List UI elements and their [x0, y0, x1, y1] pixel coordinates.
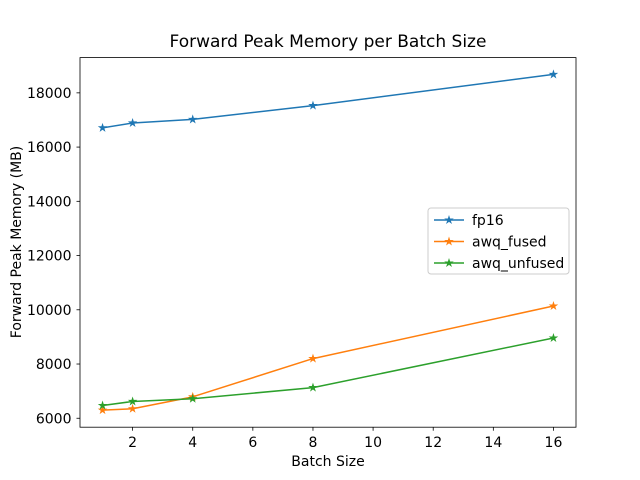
legend-label: fp16 [472, 213, 504, 229]
plot-area-border [79, 57, 577, 428]
x-tick-label: 14 [484, 435, 502, 451]
y-tick-label: 12000 [27, 249, 72, 265]
series-marker-awq_fused [308, 353, 318, 363]
series-marker-awq_unfused [308, 382, 318, 392]
series-marker-awq_fused [127, 403, 138, 413]
series-marker-awq_fused [548, 300, 559, 311]
x-tick-label: 12 [424, 435, 442, 451]
series-line-awq_fused [102, 305, 554, 411]
series-marker-awq_unfused [548, 332, 559, 343]
legend-marker [444, 258, 454, 268]
series-line-awq_unfused [102, 337, 554, 407]
legend-label: awq_fused [472, 235, 547, 251]
x-tick-label: 8 [309, 435, 318, 451]
y-tick-label: 10000 [27, 303, 72, 319]
plot-area: 2 4 6 8 10 12 14 16 6000 8000 10000 12000 14000 16000… [27, 57, 577, 451]
x-axis-label: Batch Size [291, 454, 364, 470]
y-tick-label: 14000 [27, 194, 72, 210]
legend-label: awq_unfused [472, 256, 564, 272]
y-tick-label: 16000 [27, 140, 72, 156]
series-line-fp16 [102, 73, 554, 129]
series-marker-fp16 [127, 117, 138, 127]
y-tick-label: 18000 [27, 86, 72, 102]
x-tick-label: 4 [188, 435, 197, 451]
legend-marker [444, 215, 454, 225]
series-marker-awq_unfused [187, 393, 198, 403]
series-marker-fp16 [187, 114, 198, 124]
series-marker-awq_unfused [127, 396, 138, 406]
y-tick-label: 8000 [36, 357, 72, 373]
series-marker-awq_unfused [97, 400, 108, 410]
chart-title: Forward Peak Memory per Batch Size [170, 32, 487, 52]
series-marker-fp16 [308, 100, 318, 110]
series-marker-fp16 [97, 122, 108, 132]
series-marker-fp16 [548, 69, 559, 79]
legend-marker [444, 236, 454, 246]
x-tick-label: 6 [248, 435, 257, 451]
series-marker-awq_fused [97, 405, 108, 415]
y-tick-label: 6000 [36, 411, 72, 427]
x-tick-label: 2 [128, 435, 137, 451]
legend-box [427, 207, 570, 275]
x-tick-label: 10 [364, 435, 382, 451]
y-axis-label: Forward Peak Memory (MB) [9, 146, 25, 338]
x-tick-label: 16 [545, 435, 563, 451]
